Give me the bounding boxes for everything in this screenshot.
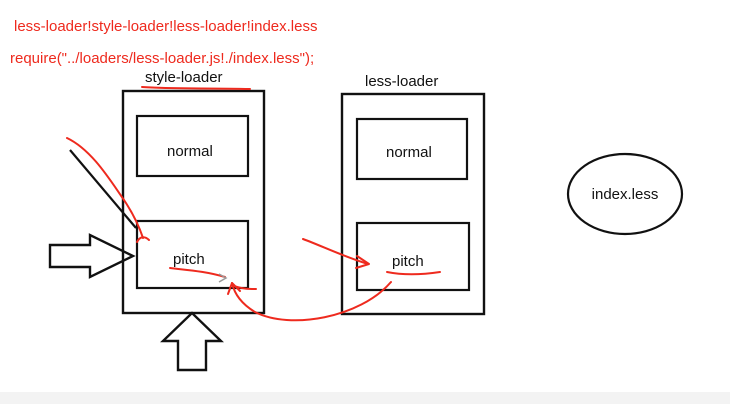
cursor-mark-icon [218, 273, 228, 283]
bottom-strip [0, 392, 730, 404]
less-loader-pitch-label: pitch [392, 253, 424, 270]
style-loader-normal-box [135, 114, 250, 178]
less-loader-block: less-loader normal pitch [340, 73, 486, 316]
red-return-arrowhead-icon [227, 282, 241, 295]
resource-ellipse [566, 152, 684, 236]
red-arrow-to-less-pitch [302, 238, 369, 265]
underline-style-loader [141, 86, 251, 90]
red-annotations [66, 86, 441, 322]
less-loader-normal-box [355, 117, 469, 181]
red-arrowhead-less-pitch-icon [355, 255, 370, 269]
diagonal-pointer-line [69, 149, 137, 229]
red-curve-into-pitch [66, 137, 144, 239]
less-loader-frame [340, 92, 486, 316]
require-call-text: require("../loaders/less-loader.js!./ind… [10, 50, 314, 67]
less-loader-title: less-loader [365, 73, 438, 90]
red-return-curve [231, 281, 392, 322]
style-loader-title: style-loader [145, 69, 223, 86]
resource-label: index.less [592, 186, 659, 203]
style-loader-pitch-label: pitch [173, 251, 205, 268]
resource-node: index.less [566, 152, 684, 236]
style-loader-frame [121, 89, 266, 315]
less-loader-normal-label: normal [386, 144, 432, 161]
red-curve-tip [136, 236, 150, 243]
underline-style-pitch [169, 267, 226, 278]
hollow-arrow-right-icon [48, 233, 136, 279]
hollow-arrow-up-icon [160, 311, 224, 372]
style-loader-pitch-box [135, 219, 250, 290]
style-loader-block: style-loader normal pitch [121, 69, 266, 315]
style-loader-normal-label: normal [167, 143, 213, 160]
loader-chain-text: less-loader!style-loader!less-loader!ind… [14, 18, 317, 35]
underline-less-pitch [386, 271, 441, 276]
red-return-tail [231, 284, 257, 290]
